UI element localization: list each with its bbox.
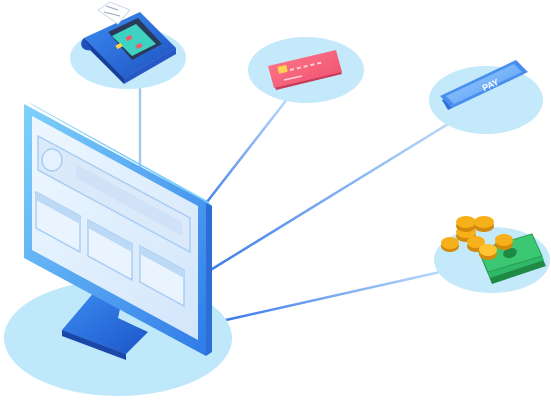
screen-card-1 bbox=[35, 190, 81, 254]
cash-bill-emblem bbox=[503, 247, 517, 259]
pos-key-red-1 bbox=[125, 34, 133, 42]
pos-keypad bbox=[112, 24, 156, 56]
monitor-frame-side bbox=[206, 200, 212, 356]
screen-title-bar bbox=[76, 164, 182, 236]
card-body bbox=[268, 50, 342, 88]
pos-receipt-paper bbox=[97, 1, 131, 25]
pos-key-red-2 bbox=[135, 42, 143, 50]
pos-key-yellow bbox=[115, 42, 123, 50]
screen-card-1-bar bbox=[36, 192, 80, 224]
phone-screen bbox=[446, 64, 522, 104]
computer-monitor-icon bbox=[24, 102, 212, 360]
card-number bbox=[289, 61, 325, 71]
screen-avatar bbox=[41, 148, 63, 172]
phone-bubble bbox=[429, 66, 543, 134]
screen-card-2 bbox=[87, 218, 133, 282]
cash-and-coins-icon bbox=[441, 216, 546, 284]
screen-card-3-bar bbox=[140, 246, 184, 278]
card-name-line bbox=[283, 75, 303, 81]
pos-terminal-icon bbox=[81, 1, 176, 84]
screen-ui bbox=[35, 134, 191, 308]
coin-stack bbox=[441, 216, 513, 260]
connector-line-card bbox=[194, 96, 290, 218]
connector-lines bbox=[138, 86, 450, 322]
screen-card-2-bar bbox=[88, 220, 132, 252]
pos-handle bbox=[81, 38, 92, 51]
connector-line-money bbox=[224, 270, 442, 322]
connector-line-phone bbox=[202, 122, 450, 276]
card-chip bbox=[277, 65, 288, 74]
credit-card-icon bbox=[268, 50, 342, 90]
monitor-stand bbox=[62, 290, 148, 354]
mobile-pay-icon: PAY bbox=[440, 60, 528, 110]
